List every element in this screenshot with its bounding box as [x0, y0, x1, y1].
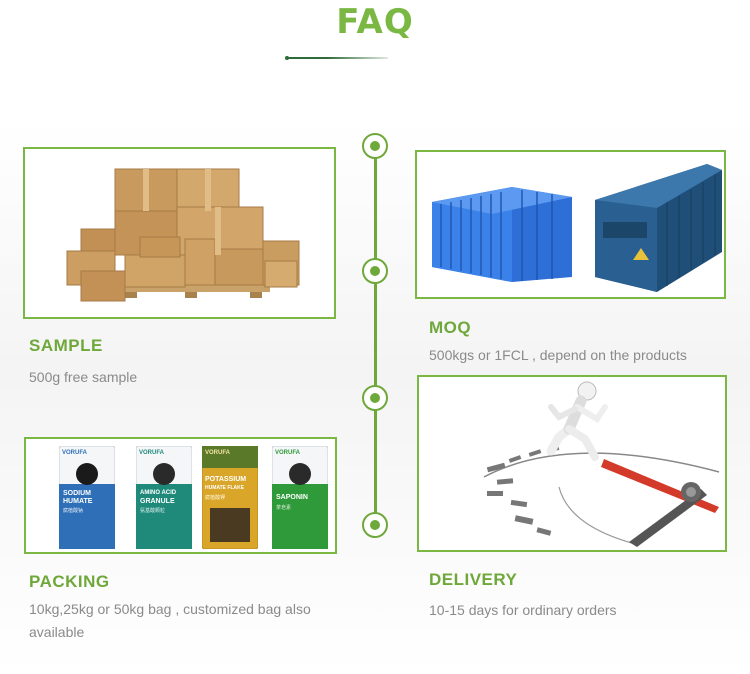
- moq-image-card: [415, 150, 726, 299]
- product-bag: VORUFA AMINO ACID GRANULE 氨基酸颗粒: [136, 446, 192, 549]
- product-bag: VORUFA POTASSIUM HUMATE FLAKE 腐植酸钾: [202, 446, 258, 549]
- product-bag: VORUFA SAPONIN 茶皂素: [272, 446, 328, 549]
- timeline-node: [362, 512, 388, 538]
- bag-subtitle: 茶皂素: [276, 505, 292, 511]
- title-underline: [285, 56, 388, 60]
- bag-brand: VORUFA: [275, 450, 301, 456]
- timeline-node: [362, 258, 388, 284]
- bag-name: SAPONIN: [276, 494, 308, 501]
- sample-image-card: [23, 147, 336, 319]
- moq-heading: MOQ: [429, 318, 472, 337]
- bag-name: HUMATE: [63, 498, 93, 505]
- bag-subtitle: 腐植酸钾: [205, 495, 226, 501]
- bag-name: POTASSIUM: [205, 476, 247, 483]
- timeline-node: [362, 385, 388, 411]
- bag-brand: VORUFA: [62, 450, 88, 456]
- delivery-image-card: [417, 375, 727, 552]
- timeline-node: [362, 133, 388, 159]
- running-man-clock-image: [483, 381, 720, 547]
- bag-subtitle: 腐植酸钠: [63, 508, 84, 514]
- sample-heading: SAMPLE: [29, 336, 103, 355]
- cardboard-boxes-image: [66, 168, 300, 302]
- delivery-heading: DELIVERY: [429, 570, 518, 589]
- bag-brand: VORUFA: [139, 450, 165, 456]
- page-title: FAQ: [336, 2, 414, 42]
- bag-name: AMINO ACID: [140, 490, 177, 496]
- packing-image-card: VORUFA SODIUM HUMATE 腐植酸钠 VORUFA AMINO A…: [24, 437, 337, 554]
- moq-description: 500kgs or 1FCL , depend on the products: [429, 347, 687, 363]
- packing-description: 10kg,25kg or 50kg bag , customized bag a…: [29, 601, 311, 640]
- timeline-line: [374, 146, 377, 526]
- delivery-description: 10-15 days for ordinary orders: [429, 602, 617, 618]
- sample-description: 500g free sample: [29, 369, 138, 385]
- bag-name: HUMATE FLAKE: [205, 485, 245, 491]
- bag-subtitle: 氨基酸颗粒: [140, 508, 166, 514]
- packing-heading: PACKING: [29, 572, 110, 591]
- bag-name: SODIUM: [63, 490, 91, 497]
- bag-brand: VORUFA: [205, 450, 231, 456]
- shipping-containers-image: [432, 164, 722, 292]
- bag-name: GRANULE: [140, 498, 175, 505]
- product-bag: VORUFA SODIUM HUMATE 腐植酸钠: [59, 446, 115, 549]
